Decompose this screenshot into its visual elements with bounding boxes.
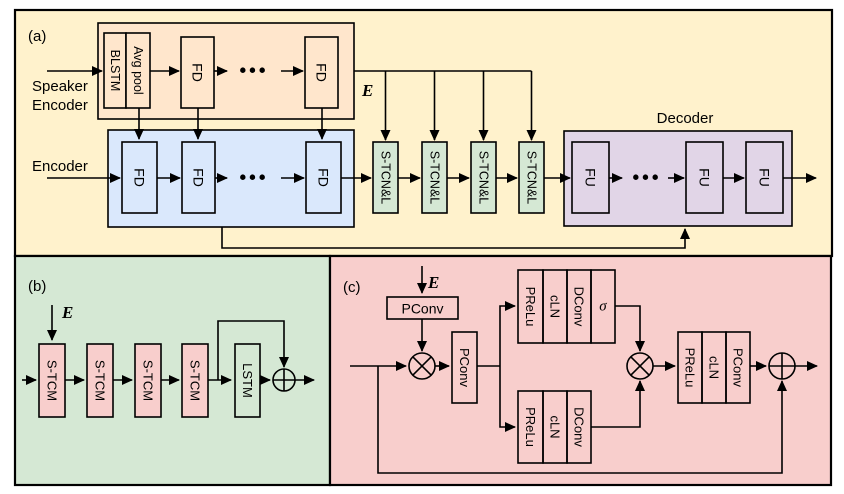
add-node-b-cross-icon — [273, 369, 295, 391]
stcnl-block-3 — [470, 141, 497, 214]
multiply-node-2-cross-icon — [630, 356, 650, 376]
pconv-label: PConv — [457, 348, 472, 388]
stcm-label: S-TCM — [188, 360, 203, 401]
fu-block-1 — [571, 141, 610, 214]
prelu-label: PReLu — [523, 407, 538, 447]
stcnl-block-2 — [421, 141, 448, 214]
ellipsis-speaker-row: ••• — [240, 61, 269, 82]
pconv-label: PConv — [731, 348, 746, 388]
stcm-label: S-TCM — [45, 360, 60, 401]
add-node-c-cross-icon — [769, 353, 795, 379]
skip-c-residual — [377, 366, 787, 474]
pconv-cell-out — [725, 331, 751, 404]
prelu-label: PReLu — [523, 287, 538, 327]
embedding-label-a: E — [361, 81, 373, 100]
panel-b-label: (b) — [28, 278, 46, 295]
fd-label: FD — [314, 63, 330, 82]
multiply-node-1-cross-icon — [412, 356, 432, 376]
sigmoid-label: σ — [599, 299, 607, 315]
skip-around-lstm — [217, 320, 289, 380]
stcm-block-2 — [86, 343, 114, 418]
stcnl-block-1 — [372, 141, 399, 214]
encoder-caption: Encoder — [32, 158, 88, 175]
fd-label: FD — [190, 63, 206, 82]
fu-label: FU — [583, 168, 599, 187]
fu-block-2 — [685, 141, 724, 214]
speaker-encoder-caption-line1: Speaker — [32, 78, 88, 95]
panel-a-label: (a) — [28, 28, 46, 45]
fd-block-encoder-2 — [181, 141, 216, 214]
fu-label: FU — [757, 168, 773, 187]
stcm-label: S-TCM — [141, 360, 156, 401]
prelu-label: PReLu — [683, 348, 698, 388]
pconv-label: PConv — [401, 301, 443, 317]
cln-label: cLN — [548, 415, 563, 438]
panel-c-label: (c) — [343, 279, 361, 296]
avg-pool-block — [125, 32, 151, 109]
embedding-label-b: E — [61, 303, 73, 322]
stcnl-label: S-TCN&L — [379, 151, 393, 205]
fu-label: FU — [697, 168, 713, 187]
avg-pool-label: Avg pool — [131, 46, 145, 94]
cln-label: cLN — [707, 356, 722, 379]
stcnl-label: S-TCN&L — [428, 151, 442, 205]
ellipsis-encoder-row: ••• — [240, 168, 269, 189]
fu-block-3 — [745, 141, 784, 214]
stcnl-label: S-TCN&L — [525, 151, 539, 205]
fd-label: FD — [132, 168, 148, 187]
speaker-encoder-caption-line2: Encoder — [32, 97, 88, 114]
blstm-label: BLSTM — [108, 50, 122, 92]
cln-label: cLN — [548, 295, 563, 318]
ellipsis-decoder-row: ••• — [633, 168, 662, 189]
lstm-label: LSTM — [240, 363, 255, 398]
dconv-label: DConv — [572, 287, 587, 327]
skip-encoder-to-decoder — [221, 227, 690, 249]
arrow-to-lower-branch — [499, 366, 516, 432]
arrow-upper-to-multiply2 — [615, 305, 645, 352]
decoder-caption: Decoder — [657, 110, 714, 127]
stcnl-label: S-TCN&L — [477, 151, 491, 205]
arrow-lower-to-multiply2 — [591, 380, 645, 428]
pconv-block-2 — [451, 331, 478, 404]
dconv-label: DConv — [572, 407, 587, 447]
arrow-to-upper-branch — [499, 301, 516, 366]
stcm-label: S-TCM — [93, 360, 108, 401]
fd-label: FD — [191, 168, 207, 187]
embedding-label-c: E — [427, 273, 439, 292]
stcm-block-1 — [38, 343, 66, 418]
stcnl-block-4 — [518, 141, 545, 214]
fd-label: FD — [316, 168, 332, 187]
panel-c-background — [328, 254, 833, 487]
fd-block-encoder-3 — [305, 141, 342, 214]
